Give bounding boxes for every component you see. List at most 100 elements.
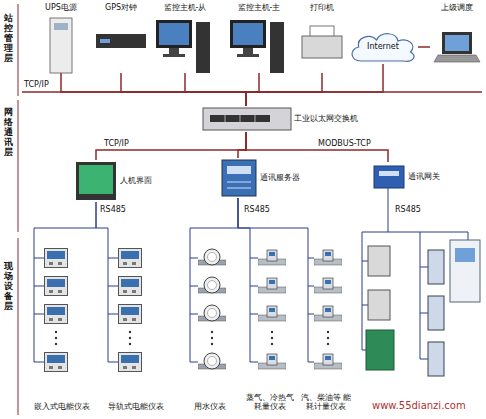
dot	[327, 331, 329, 333]
dot	[211, 331, 213, 333]
dot	[327, 343, 329, 345]
ellipsis-dots	[55, 331, 329, 345]
monitor-screen	[233, 23, 263, 45]
ups-panel	[54, 23, 68, 30]
water-meter-icon	[198, 249, 226, 265]
protector-icon	[428, 342, 444, 376]
dot	[211, 337, 213, 339]
flow-meter-icon	[258, 354, 286, 369]
connector-line	[246, 73, 259, 106]
dot	[327, 337, 329, 339]
gps-icon	[96, 34, 146, 48]
flow-meter-icon	[258, 306, 286, 321]
device-node: 通讯服务器	[218, 158, 318, 198]
printer-icon	[302, 36, 342, 58]
controller-icon	[366, 330, 394, 370]
connector-line	[246, 132, 388, 162]
rs485-line	[308, 240, 314, 362]
water-meter-icon	[198, 277, 226, 293]
breaker-icon	[368, 246, 390, 276]
flow-meter-icon	[314, 354, 342, 369]
connector-line	[61, 73, 246, 106]
meter-icon	[45, 353, 68, 372]
connector-line	[238, 132, 246, 158]
meter-icon	[119, 249, 142, 268]
rs485-line	[190, 240, 198, 362]
connector-line	[246, 73, 322, 106]
dot	[55, 331, 57, 333]
bus-label: MODBUS-TCP	[318, 139, 371, 149]
cabinet-icon	[450, 240, 480, 302]
device-node: 监控主机-从	[150, 3, 220, 73]
node-label: 通讯网关	[408, 172, 440, 182]
connector-line	[246, 64, 383, 106]
monitor-stand	[243, 48, 253, 54]
node-label: 嵌入式电能仪表	[26, 402, 98, 412]
node-label: 通讯服务器	[260, 173, 300, 183]
watermark: www.55dianzi.com	[372, 400, 466, 412]
layer-label: 网络通讯层	[4, 108, 13, 157]
dot	[129, 331, 131, 333]
node-label: 人机界面	[120, 176, 152, 186]
node-label: 蒸气、冷热气 耗量仪表	[242, 393, 298, 412]
device-node: UPS电源	[34, 3, 88, 73]
monitor-screen	[159, 23, 189, 45]
monitor-base	[237, 54, 259, 57]
meter-icon	[119, 277, 142, 296]
bus-label: RS485	[244, 205, 270, 215]
device-node: 打印机	[294, 3, 350, 73]
rs485-line	[108, 240, 118, 362]
device-node: 人机界面	[72, 160, 172, 202]
node-label: 用水仪表	[182, 402, 238, 412]
meter-icon	[45, 277, 68, 296]
flow-meter-icon	[314, 250, 342, 265]
node-label: 上级调度	[430, 3, 484, 13]
node-label: GPS对钟	[90, 3, 152, 13]
layer-bracket	[18, 4, 19, 96]
dot	[271, 337, 273, 339]
layer-bracket	[18, 100, 19, 232]
connector-line	[185, 73, 246, 106]
node-label: 导轨式电能仪表	[100, 402, 172, 412]
switch-icon	[203, 108, 291, 130]
rs485-line	[250, 240, 258, 362]
device-node: 工业以太网交换机	[200, 106, 375, 132]
monitor-icon	[230, 20, 266, 48]
bus-label: TCP/IP	[24, 80, 49, 90]
connector-line	[418, 46, 430, 48]
gps-light	[100, 39, 110, 43]
switch-ports	[210, 115, 270, 122]
device-node: 上级调度	[430, 3, 484, 73]
laptop-base	[434, 55, 480, 62]
hmi-screen	[79, 165, 113, 194]
device-node: 用水仪表	[182, 240, 238, 412]
layer-label: 现场设备层	[4, 262, 13, 311]
meter-icon	[45, 305, 68, 324]
monitor-base	[163, 54, 185, 57]
device-node: 蒸气、冷热气 耗量仪表	[242, 240, 298, 412]
hmi-icon	[76, 162, 116, 200]
device-node: 监控主机-主	[224, 3, 294, 73]
dot	[271, 331, 273, 333]
server-panel	[227, 166, 251, 174]
breaker-icon	[368, 290, 390, 320]
connector-line	[121, 73, 246, 106]
gateway-panel	[379, 171, 399, 176]
pc-tower	[270, 22, 284, 73]
protector-icon	[428, 250, 444, 284]
device-node: 汽、柴油等 能耗计量仪表	[300, 240, 352, 412]
node-label: 监控主机-从	[150, 3, 220, 13]
node-label: 工业以太网交换机	[294, 114, 358, 124]
node-label: UPS电源	[34, 3, 88, 13]
flow-meter-icon	[258, 278, 286, 293]
dot	[271, 343, 273, 345]
laptop-lid	[442, 32, 472, 54]
switch-port-gap	[225, 115, 226, 122]
connector-line	[96, 132, 246, 160]
dot	[129, 337, 131, 339]
device-node: 通讯网关	[372, 162, 482, 192]
meter-icon	[119, 353, 142, 372]
meter-icon	[119, 305, 142, 324]
layer-label: 站控管理层	[4, 14, 13, 63]
